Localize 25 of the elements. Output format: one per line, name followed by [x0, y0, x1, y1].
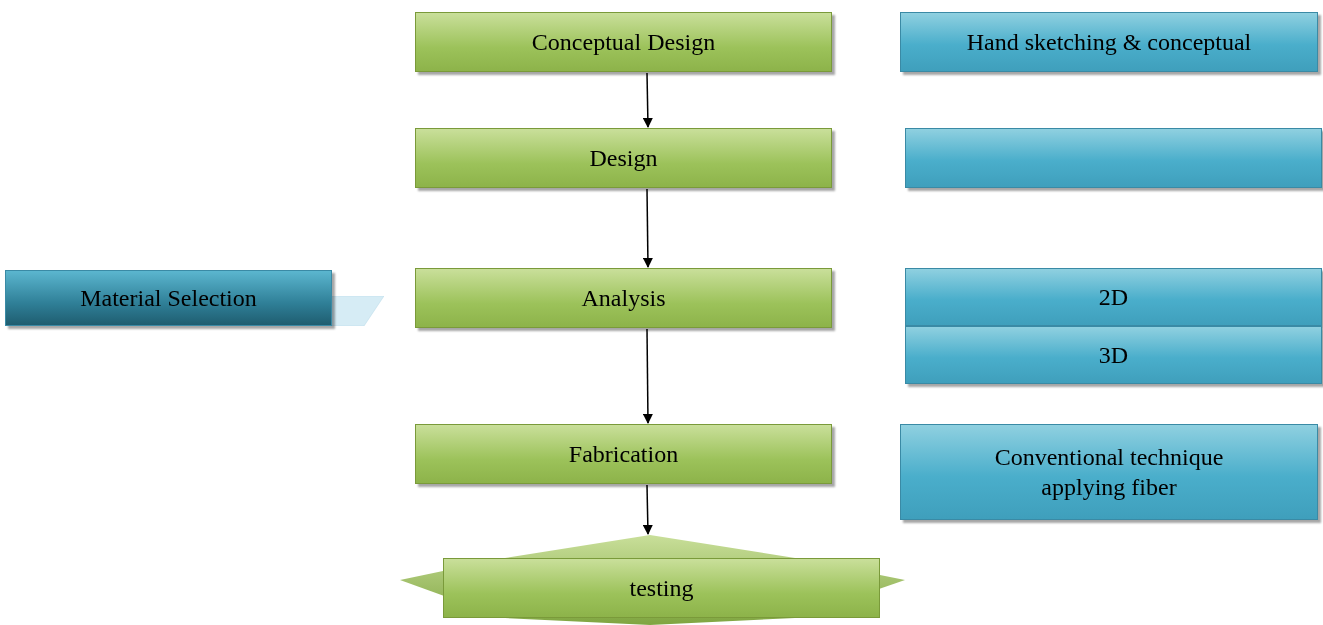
node-text: Material Selection: [80, 284, 257, 313]
node-text: Conceptual Design: [531, 28, 716, 57]
arrow: [642, 328, 653, 424]
testing-shape: [400, 535, 905, 625]
empty-box: [905, 128, 1322, 188]
node-text: 2D: [1098, 283, 1129, 312]
process-box: [415, 128, 832, 188]
tool-box: [900, 424, 1318, 520]
process-box: [415, 12, 832, 72]
tool-box: [905, 268, 1322, 326]
arrow: [642, 188, 653, 268]
node-text: Conventional technique applying fiber: [993, 443, 1225, 502]
arrow: [642, 484, 653, 535]
process-box: [415, 268, 832, 328]
tool-box: [5, 270, 332, 326]
node-text: testing: [629, 574, 694, 602]
tool-box: [905, 326, 1322, 384]
tool-box: [900, 12, 1318, 72]
node-text: Analysis: [581, 284, 666, 313]
arrow: [642, 72, 653, 128]
node-text: Hand sketching & conceptual: [966, 28, 1252, 57]
node-text: Design: [589, 144, 658, 173]
node-text: Fabrication: [568, 440, 679, 469]
node-text: 3D: [1098, 341, 1129, 370]
process-box: [415, 424, 832, 484]
